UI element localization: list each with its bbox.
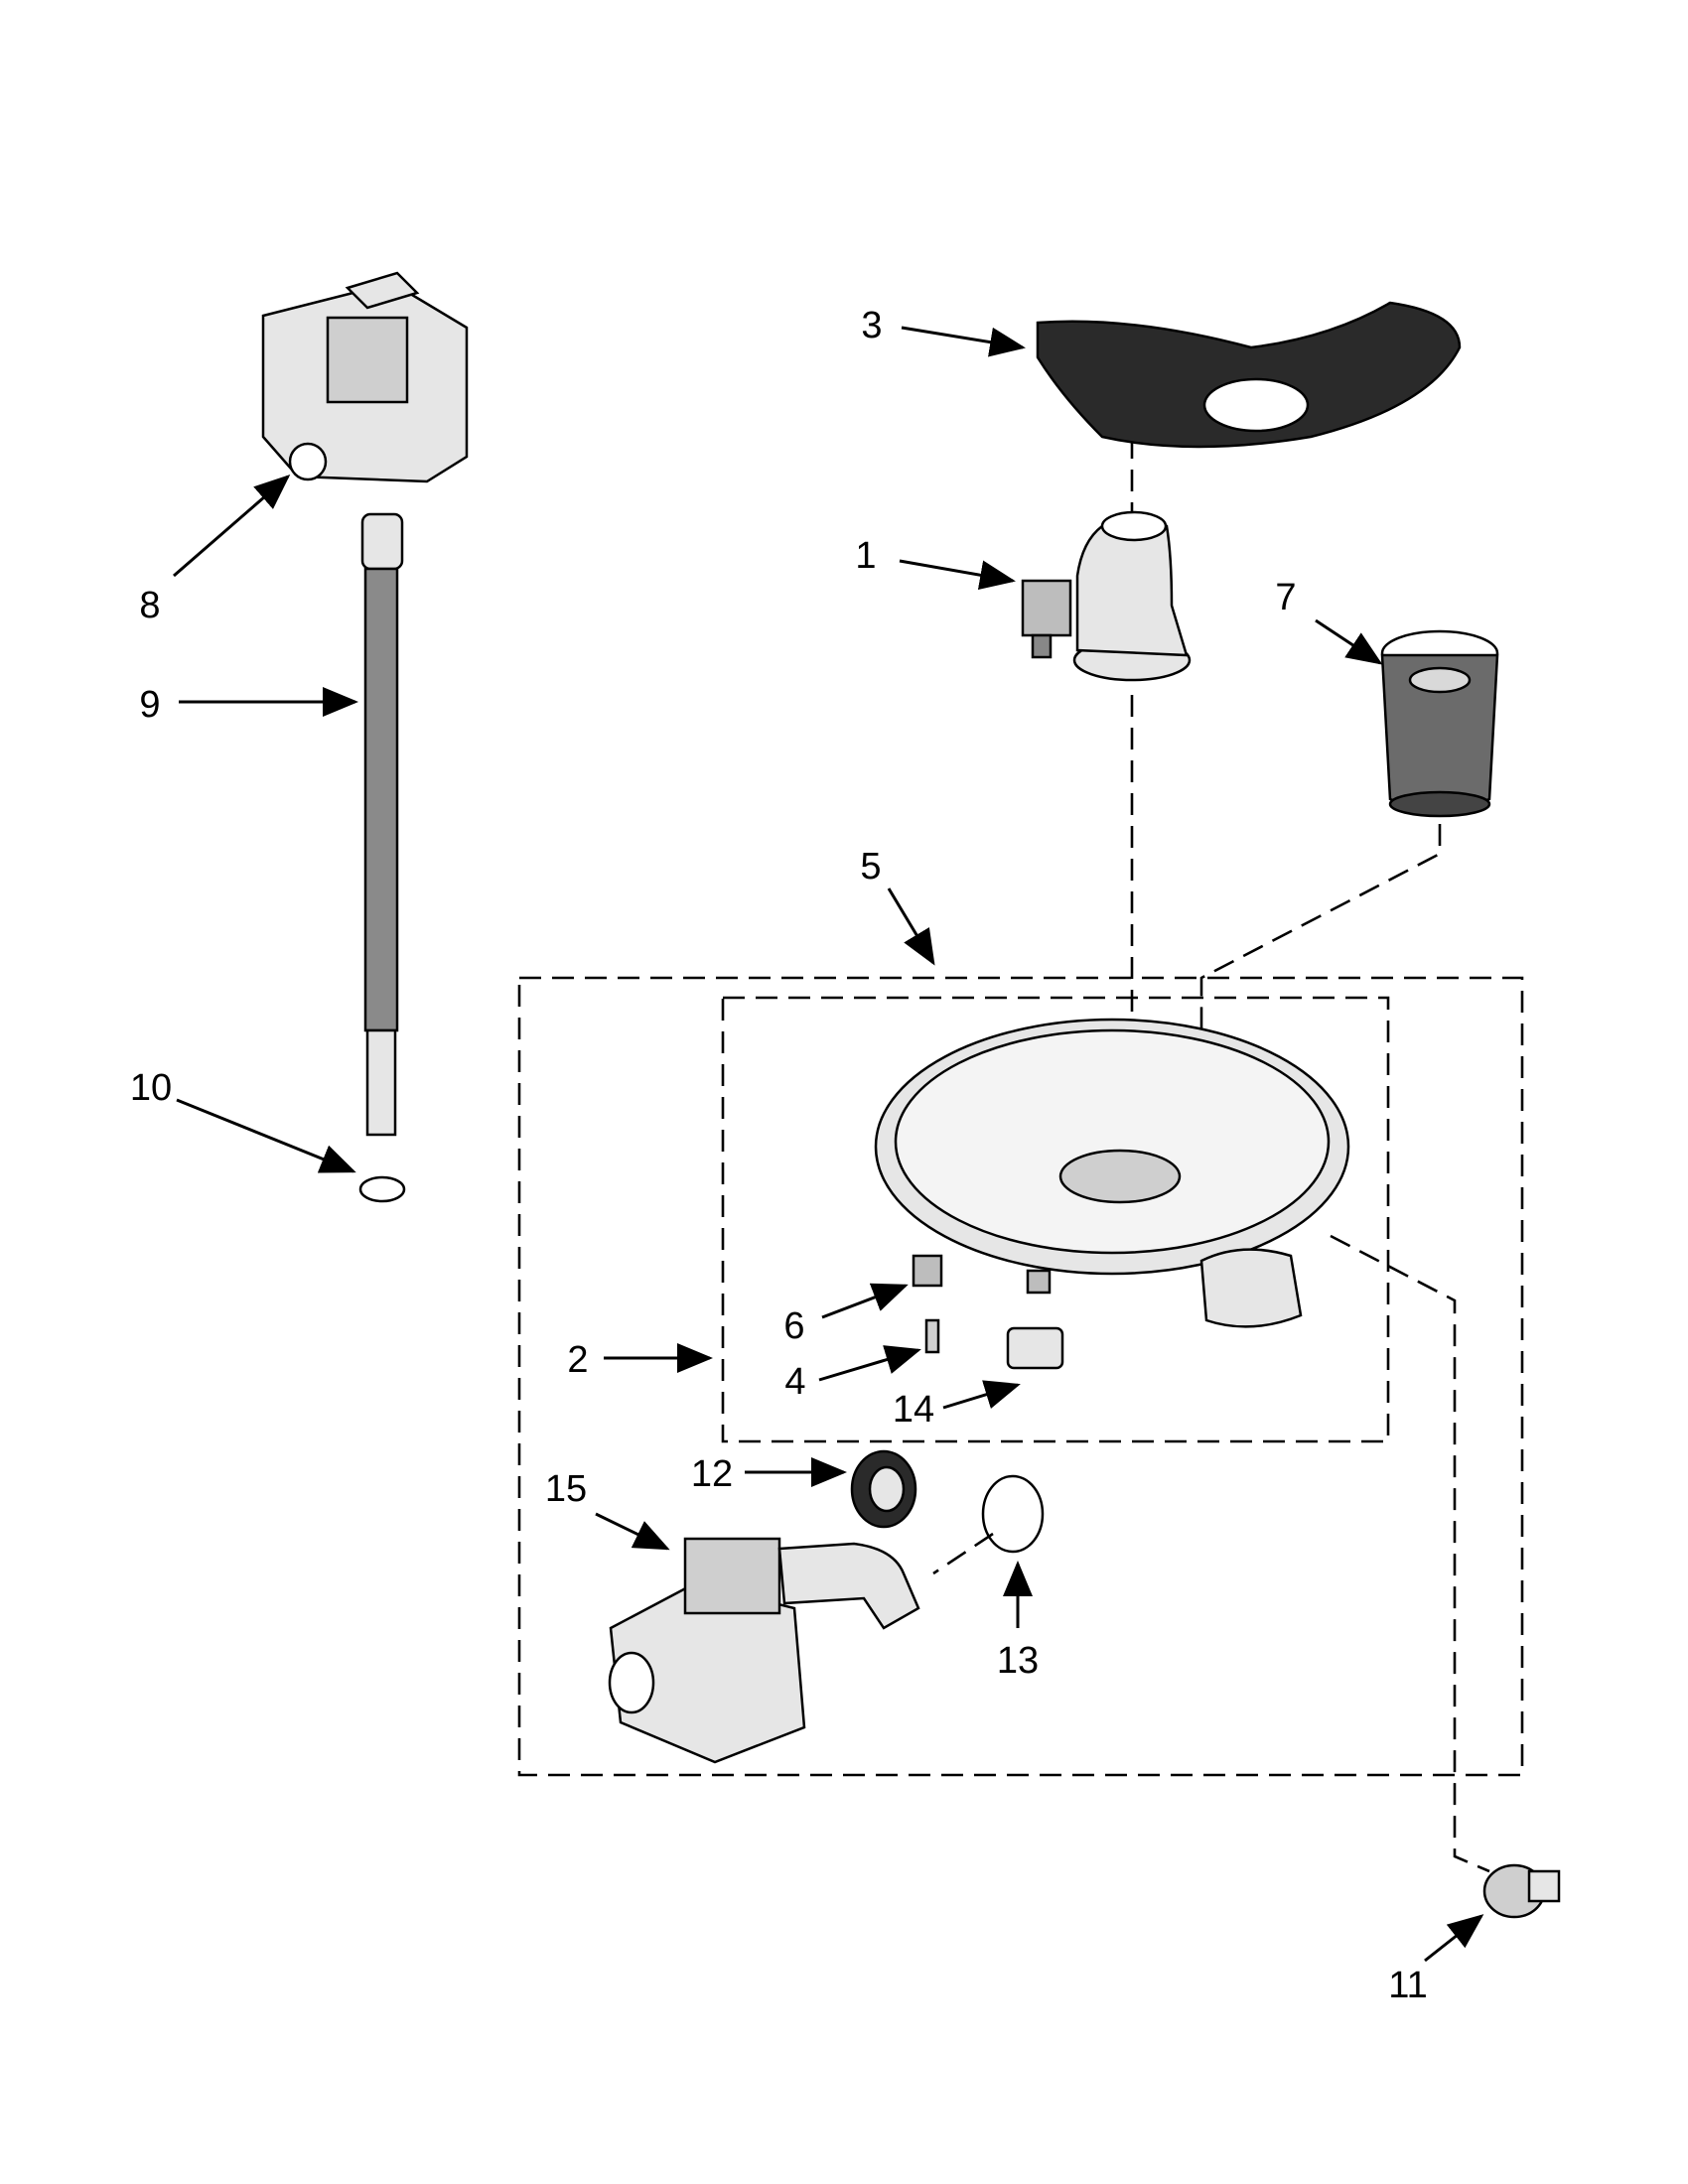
sump-center: [1058, 1149, 1182, 1204]
callout-14: 14: [893, 1389, 934, 1431]
sump-inner: [894, 1028, 1331, 1255]
leader-arrow-8: [173, 475, 291, 578]
hose-clamp-ring-part: [358, 1175, 406, 1203]
sump-part: [874, 1018, 1350, 1328]
assembly-2-boundary: [721, 996, 1390, 1443]
pump-inlet: [608, 1651, 655, 1714]
callout-15: 15: [545, 1468, 587, 1510]
sump-outlet: [1199, 1248, 1303, 1328]
leader-arrow-3: [901, 326, 1026, 357]
leader-arrow-15: [595, 1512, 670, 1551]
assembly-5-boundary: [517, 976, 1524, 1777]
callout-1: 1: [855, 535, 876, 577]
pump-elbow: [777, 1542, 920, 1630]
leader-arrow-4: [818, 1345, 921, 1382]
circulation-pump-part: [608, 1537, 920, 1764]
callout-3: 3: [861, 305, 882, 346]
grommet-part: [1006, 1326, 1064, 1370]
drain-pump-tab: [345, 271, 420, 310]
leader-arrow-10: [176, 1098, 356, 1173]
callout-11: 11: [1388, 1965, 1427, 2006]
callout-9: 9: [139, 684, 160, 726]
manifold-valve-tab: [1031, 633, 1053, 659]
sensor-connector: [1527, 1869, 1561, 1903]
drain-hose-corrugated: [363, 567, 399, 1032]
leader-arrow-1: [899, 559, 1016, 591]
callout-7: 7: [1275, 577, 1296, 618]
drain-pump-part: [261, 271, 469, 483]
filter-screen-part: [1036, 301, 1462, 449]
callout-12: 12: [691, 1453, 733, 1495]
filter-cup-bottom: [1388, 790, 1491, 818]
leader-arrow-7: [1315, 618, 1383, 665]
turbidity-sensor-part: [1482, 1863, 1561, 1919]
filter-cup-inner: [1408, 666, 1472, 694]
callout-2: 2: [567, 1339, 588, 1381]
screw-part: [924, 1318, 940, 1354]
callout-6: 6: [783, 1305, 804, 1347]
seal-inner: [868, 1465, 906, 1513]
drain-hose-cuff: [360, 512, 404, 571]
leader-arrow-5: [887, 887, 935, 966]
sump-tab: [1026, 1269, 1052, 1295]
filter-screen-body: [1036, 301, 1462, 449]
callout-10: 10: [130, 1067, 172, 1109]
callout-5: 5: [860, 846, 881, 887]
drain-pump-outlet: [288, 442, 328, 481]
callout-4: 4: [784, 1361, 805, 1403]
manifold-part: [1021, 510, 1192, 682]
manifold-valve: [1021, 579, 1072, 637]
drain-hose-end: [365, 1028, 397, 1137]
filter-screen-hole: [1202, 377, 1310, 433]
leader-arrow-6: [821, 1283, 909, 1319]
filter-cup-part: [1380, 629, 1499, 818]
leader-arrow-14: [942, 1380, 1021, 1410]
drain-hose-part: [360, 512, 404, 1137]
leader-arrow-11: [1424, 1914, 1484, 1963]
sensor-bracket-part: [912, 1254, 943, 1288]
manifold-top-ring: [1100, 510, 1168, 542]
hose-clamp-part: [981, 1474, 1045, 1554]
callout-13: 13: [997, 1640, 1039, 1682]
drain-pump-coil: [326, 316, 409, 404]
pump-head: [683, 1537, 781, 1615]
seal-part: [850, 1449, 917, 1529]
callout-8: 8: [139, 585, 160, 626]
manifold-body: [1075, 524, 1189, 657]
alignment-line-sump-11: [1330, 1234, 1490, 1873]
alignment-line-clamp: [932, 1532, 994, 1575]
